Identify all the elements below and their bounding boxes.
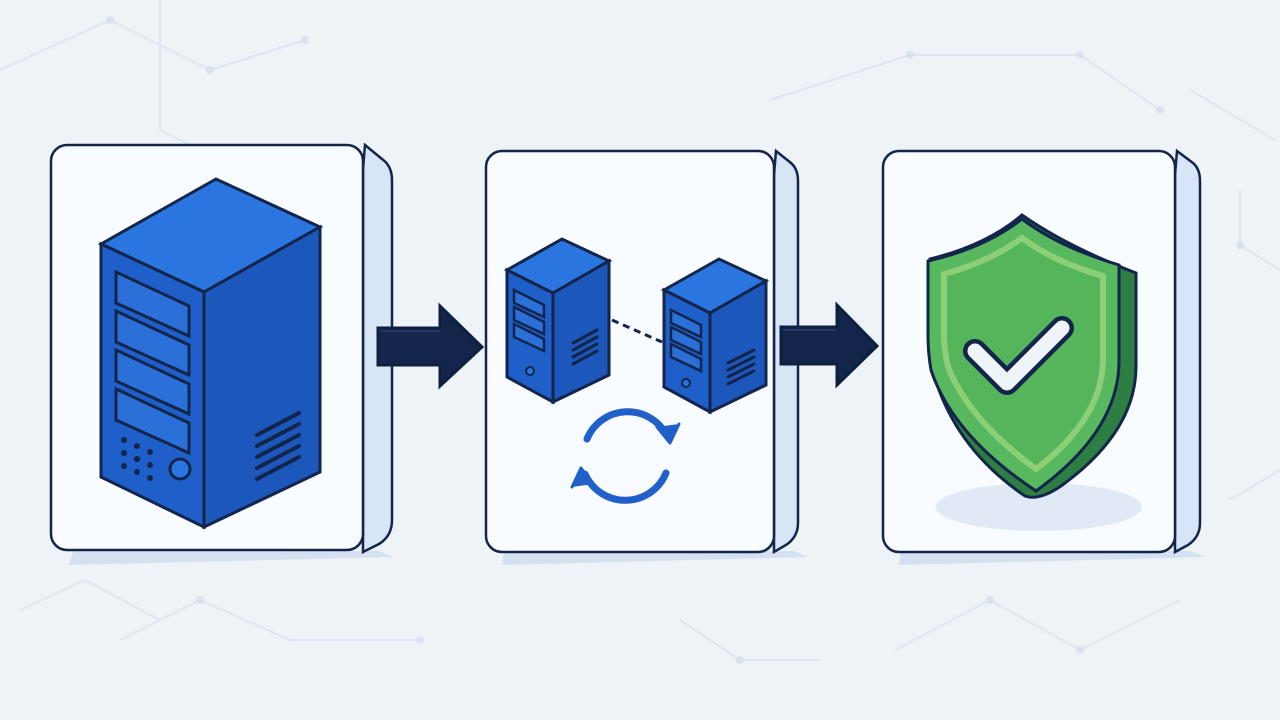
card-shadow bbox=[502, 551, 808, 565]
step-server bbox=[49, 135, 405, 567]
step-protected bbox=[881, 147, 1215, 567]
card-side bbox=[1173, 148, 1202, 555]
card-shadow bbox=[69, 551, 393, 565]
step-replication bbox=[484, 147, 818, 567]
replicated-servers-sync-icon bbox=[503, 237, 770, 504]
server-right-icon bbox=[660, 257, 770, 415]
server-left-icon bbox=[503, 237, 613, 405]
card-shadow bbox=[899, 551, 1205, 565]
server-tower-icon bbox=[97, 177, 324, 530]
right-arrow-icon bbox=[779, 301, 880, 389]
replication-link bbox=[611, 318, 663, 344]
flow-arrow-2 bbox=[777, 301, 881, 389]
flow-arrow-1 bbox=[374, 302, 486, 390]
check-icon bbox=[967, 320, 1070, 391]
sync-icon bbox=[570, 408, 681, 504]
right-arrow-icon bbox=[376, 302, 485, 390]
shield-check-icon bbox=[926, 213, 1142, 531]
